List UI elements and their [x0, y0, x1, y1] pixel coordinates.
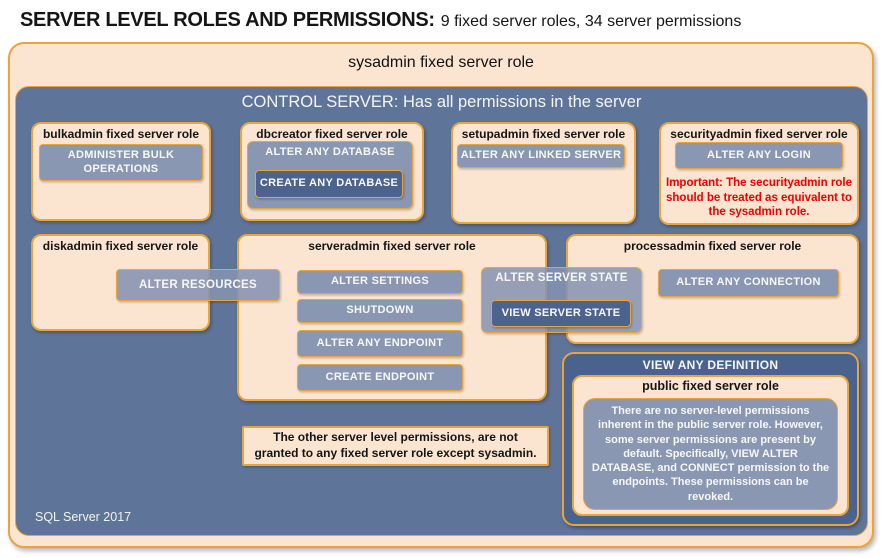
role-title-dbcreator: dbcreator fixed server role [256, 127, 408, 141]
permission-alter-any-linked-server: ALTER ANY LINKED SERVER [457, 144, 625, 168]
permission-alter-resources: ALTER RESOURCES [116, 269, 280, 301]
control-server-label: CONTROL SERVER: Has all permissions in t… [241, 93, 642, 111]
securityadmin-warning-text: Important: The securityadmin role should… [666, 177, 852, 219]
role-box-public: public fixed server role There are no se… [572, 375, 849, 516]
footer-version-label: SQL Server 2017 [35, 510, 132, 524]
permission-alter-settings: ALTER SETTINGS [297, 270, 463, 294]
sysadmin-role-label: sysadmin fixed server role [348, 54, 534, 71]
role-title-bulkadmin: bulkadmin fixed server role [42, 127, 200, 141]
permission-alter-any-endpoint: ALTER ANY ENDPOINT [297, 330, 463, 357]
footnote-box: The other server level permissions, are … [242, 426, 549, 466]
control-server-box: CONTROL SERVER: Has all permissions in t… [15, 86, 868, 536]
public-role-description: There are no server-level permissions in… [583, 398, 838, 510]
role-title-serveradmin: serveradmin fixed server role [308, 239, 476, 253]
permission-shutdown: SHUTDOWN [297, 299, 463, 323]
permission-alter-any-connection: ALTER ANY CONNECTION [658, 269, 839, 297]
role-box-securityadmin: securityadmin fixed server role ALTER AN… [659, 122, 859, 225]
page-title-sub: 9 fixed server roles, 34 server permissi… [440, 13, 742, 30]
permission-create-any-database: CREATE ANY DATABASE [255, 170, 403, 198]
role-title-securityadmin: securityadmin fixed server role [670, 127, 848, 141]
role-title-processadmin: processadmin fixed server role [623, 239, 802, 253]
permission-view-any-definition-label: VIEW ANY DEFINITION [642, 358, 779, 372]
permission-administer-bulk-operations: ADMINISTER BULK OPERATIONS [39, 144, 203, 181]
page-title-main: SERVER LEVEL ROLES AND PERMISSIONS: [20, 9, 435, 31]
permission-alter-any-database-label: ALTER ANY DATABASE [265, 146, 395, 158]
page-title: SERVER LEVEL ROLES AND PERMISSIONS: 9 fix… [20, 9, 741, 32]
role-box-setupadmin: setupadmin fixed server role ALTER ANY L… [451, 122, 636, 224]
permission-alter-server-state-label: ALTER SERVER STATE [495, 272, 628, 284]
permission-alter-any-login: ALTER ANY LOGIN [675, 142, 843, 169]
role-box-bulkadmin: bulkadmin fixed server role ADMINISTER B… [31, 122, 211, 221]
permission-view-server-state: VIEW SERVER STATE [491, 300, 631, 327]
view-any-definition-box: VIEW ANY DEFINITION public fixed server … [562, 352, 859, 526]
permission-alter-server-state: ALTER SERVER STATE VIEW SERVER STATE [481, 267, 642, 333]
sysadmin-role-box: sysadmin fixed server role CONTROL SERVE… [8, 42, 874, 548]
role-title-setupadmin: setupadmin fixed server role [461, 127, 626, 141]
permission-alter-any-database: ALTER ANY DATABASE CREATE ANY DATABASE [247, 141, 413, 209]
permission-create-endpoint: CREATE ENDPOINT [297, 364, 463, 391]
role-title-public: public fixed server role [642, 379, 779, 393]
role-box-dbcreator: dbcreator fixed server role ALTER ANY DA… [240, 122, 424, 221]
role-title-diskadmin: diskadmin fixed server role [42, 239, 199, 253]
